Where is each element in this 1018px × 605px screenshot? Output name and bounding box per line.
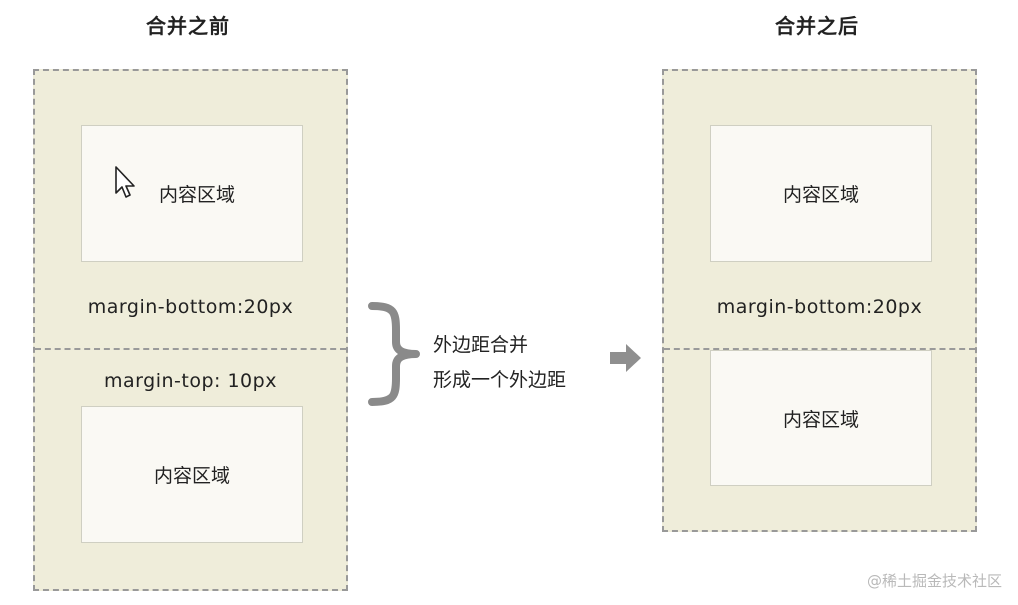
title-after-merge: 合并之后	[775, 14, 859, 38]
margin-divider	[664, 348, 975, 350]
content-area-box: 内容区域	[710, 125, 932, 262]
title-before-merge: 合并之前	[146, 14, 230, 38]
right-arrow-icon	[610, 344, 641, 372]
content-area-box: 内容区域	[81, 406, 303, 543]
content-area-box: 内容区域	[81, 125, 303, 262]
watermark: @稀土掘金技术社区	[866, 572, 1002, 590]
mouse-pointer-icon	[115, 166, 135, 198]
merge-note-line2: 形成一个外边距	[433, 369, 567, 391]
content-area-label: 内容区域	[158, 184, 235, 206]
margin-bottom-label: margin-bottom:20px	[87, 296, 294, 318]
curly-brace-icon	[368, 302, 420, 406]
content-area-box: 内容区域	[710, 350, 932, 486]
after-merge-panel: 内容区域 margin-bottom:20px 内容区域	[662, 69, 977, 532]
content-area-label: 内容区域	[782, 408, 859, 431]
before-merge-panel: 内容区域 margin-bottom:20px margin-top: 10px…	[33, 69, 348, 591]
merge-note-line1: 外边距合并	[433, 334, 529, 356]
content-area-label: 内容区域	[153, 465, 230, 487]
content-area-label: 内容区域	[782, 184, 859, 206]
margin-divider	[35, 348, 346, 350]
margin-top-label: margin-top: 10px	[104, 370, 277, 392]
margin-bottom-label: margin-bottom:20px	[716, 296, 923, 318]
